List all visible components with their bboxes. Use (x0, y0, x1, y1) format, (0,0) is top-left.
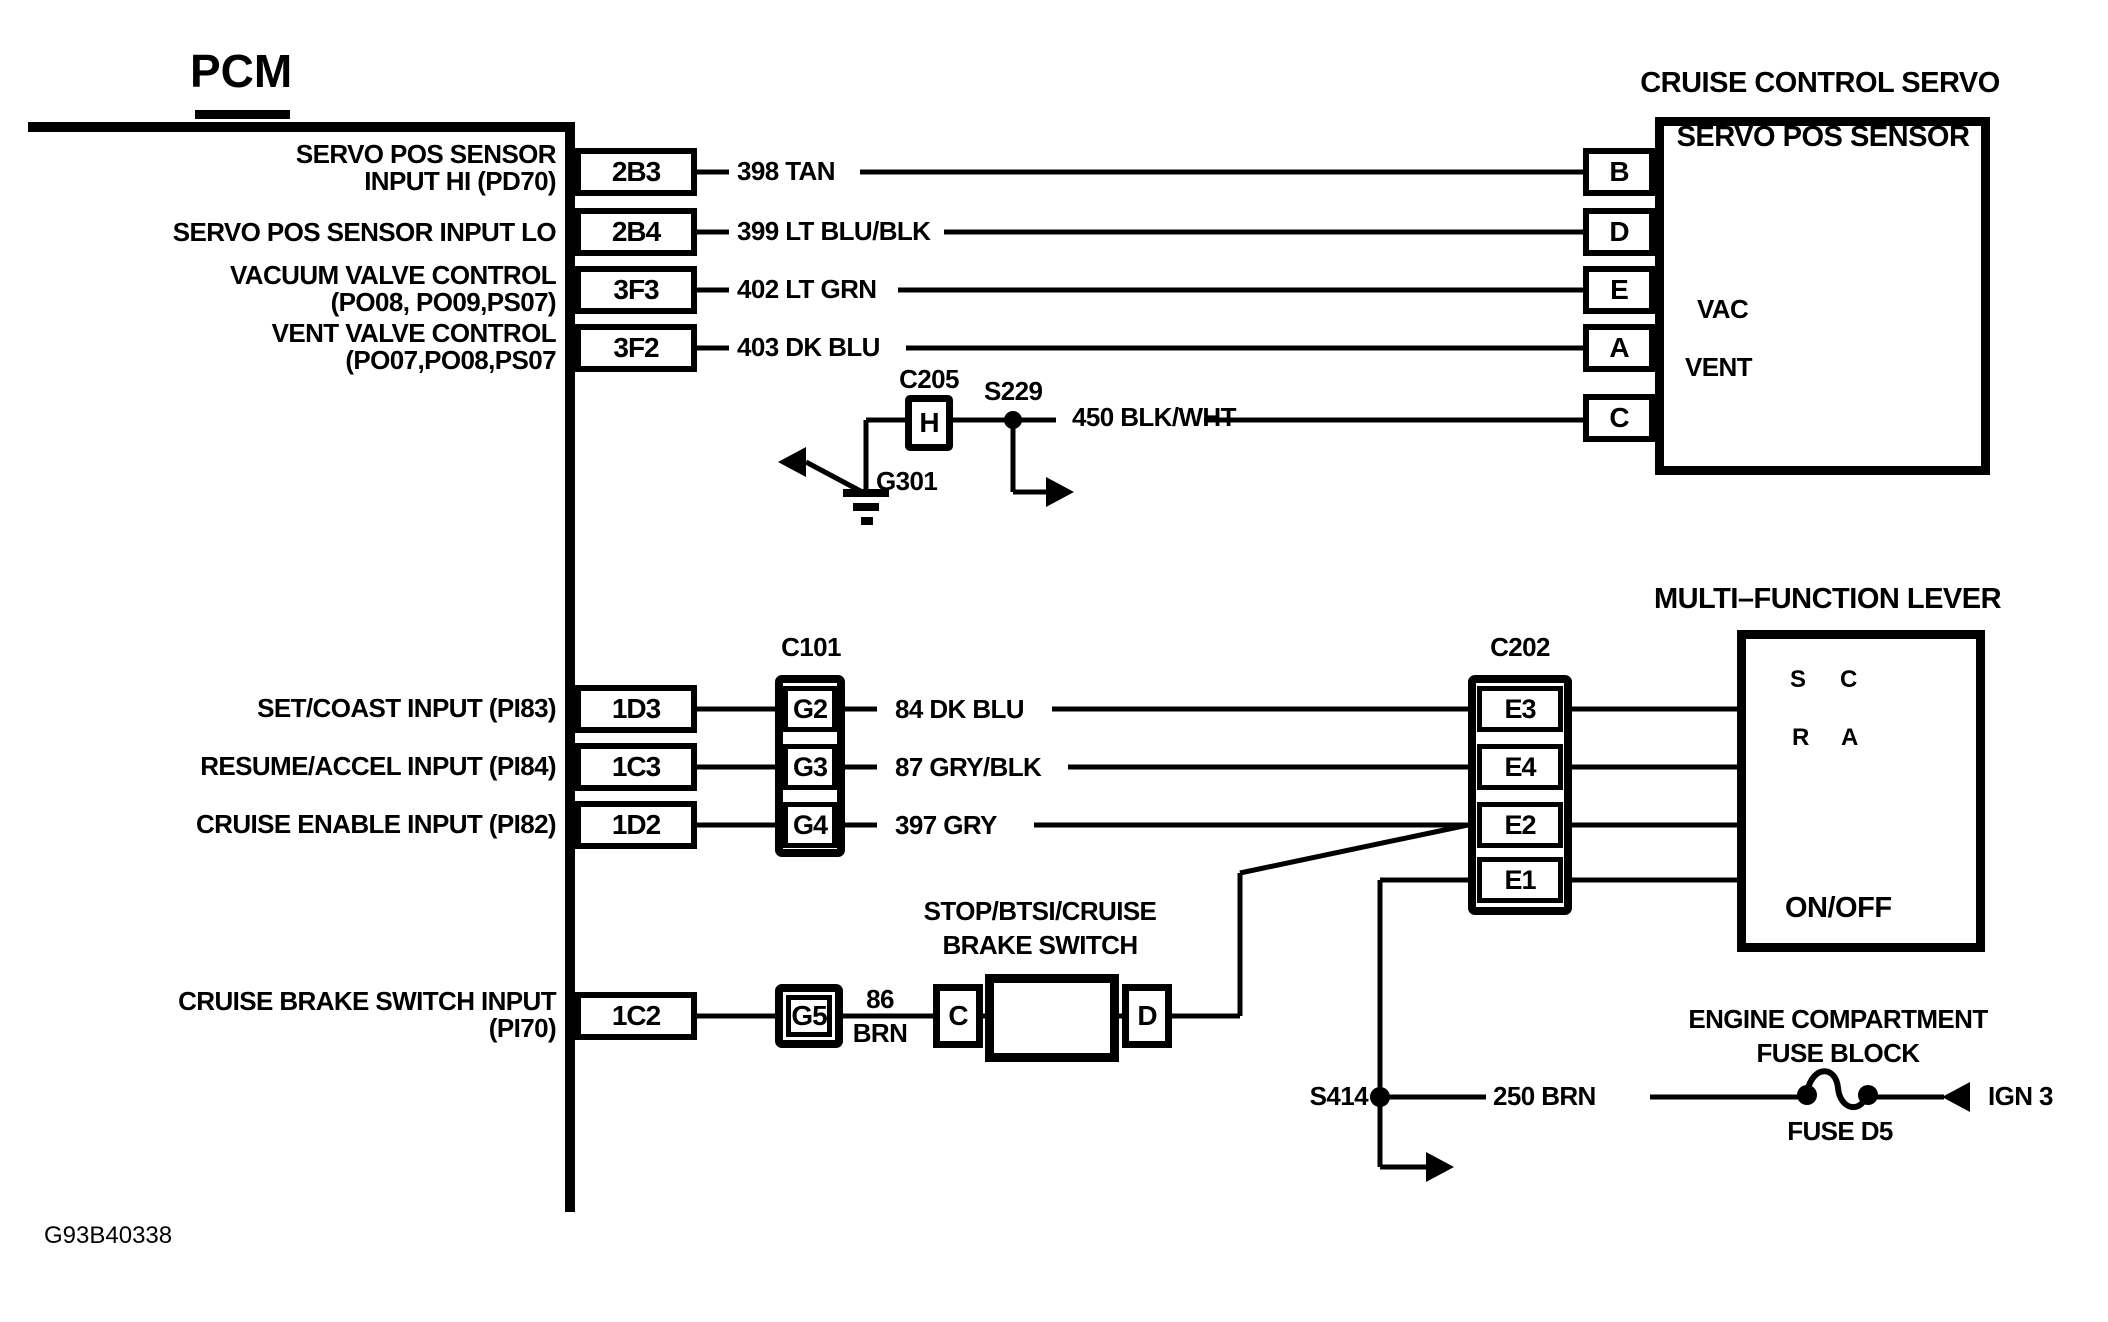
c101-pin-g4: G4 (783, 802, 837, 848)
fuse-contact-left (1797, 1085, 1817, 1105)
connector-g5-box: G5 (775, 984, 843, 1048)
splice-s229-branch (953, 411, 1583, 507)
wire-label-402-ltgrn: 402 LT GRN (737, 274, 877, 304)
c202-pin-e3: E3 (1477, 686, 1563, 732)
connector-c205-label: C205 (899, 364, 959, 394)
wire-label-87-gryblk: 87 GRY/BLK (895, 752, 1042, 782)
offpage-arrow-left-icon (778, 447, 806, 477)
offpage-arrow-right-icon (1046, 477, 1074, 507)
pcm-label-set-coast: SET/COAST INPUT (PI83) (257, 693, 556, 723)
wire-label-250-brn: 250 BRN (1493, 1081, 1596, 1111)
pcm-label-cruise-enable: CRUISE ENABLE INPUT (PI82) (195, 809, 557, 839)
pcm-label-vacuum-valve: VACUUM VALVE CONTROL(PO08, PO09,PS07) (230, 260, 557, 317)
pcm-boundary-side (565, 122, 575, 1212)
c202-pin-e2: E2 (1477, 802, 1563, 848)
diagram-id: G93B40338 (44, 1222, 173, 1249)
pcm-pin-1D2: 1D2 (575, 801, 697, 849)
ground-g301-branch (778, 417, 905, 525)
offpage-arrow-right-icon (1426, 1152, 1454, 1182)
wire-label-397-gry: 397 GRY (895, 810, 997, 840)
pcm-label-cruise-brake: CRUISE BRAKE SWITCH INPUT(PI70) (178, 986, 557, 1043)
c202-pin-e1: E1 (1477, 857, 1563, 903)
c101-pin-g2: G2 (783, 686, 837, 732)
fuse-element-icon (1804, 1068, 1872, 1111)
brake-switch-title-line1: STOP/BTSI/CRUISE (923, 896, 1157, 926)
pcm-pin-3F3: 3F3 (575, 266, 697, 314)
pcm-title: PCM (190, 45, 293, 97)
servo-pin-c: C (1583, 394, 1655, 442)
servo-pin-b: B (1583, 148, 1655, 196)
power-source-arrow-icon (1942, 1082, 1970, 1112)
lever-set-label: S (1790, 666, 1806, 693)
servo-pin-a: A (1583, 324, 1655, 372)
servo-pin-e: E (1583, 266, 1655, 314)
ground-g301-label: G301 (876, 466, 938, 496)
brake-switch-pin-c: C (933, 984, 983, 1048)
wire-label-398-tan: 398 TAN (737, 156, 836, 186)
fuse-d5-label: FUSE D5 (1787, 1116, 1893, 1146)
servo-title: CRUISE CONTROL SERVO (1640, 67, 2000, 99)
servo-vac-label: VAC (1697, 294, 1749, 324)
pcm-label-servo-pos-lo: SERVO POS SENSOR INPUT LO (172, 217, 557, 247)
g5-pin: G5 (786, 995, 832, 1037)
pcm-pin-3F2: 3F2 (575, 324, 697, 372)
ground-symbol-icon (843, 489, 889, 497)
lever-box (1737, 630, 1985, 952)
wire-label-brn: BRN (852, 1018, 908, 1048)
ignition-feed-wires (1370, 877, 1970, 1182)
lever-title: MULTI–FUNCTION LEVER (1653, 583, 2002, 615)
c101-pin-g3: G3 (783, 744, 837, 790)
ign3-label: IGN 3 (1988, 1081, 2054, 1111)
wire-label-399-ltblu-blk: 399 LT BLU/BLK (737, 216, 931, 246)
wire-label-86: 86 (866, 984, 894, 1014)
lever-coast-label: C (1840, 666, 1857, 693)
splice-s229-label: S229 (984, 376, 1043, 406)
splice-s414-label: S414 (1309, 1081, 1369, 1111)
brake-switch-box (985, 974, 1119, 1062)
connector-c205-pin-h: H (905, 395, 953, 451)
servo-vent-label: VENT (1685, 352, 1753, 382)
brake-switch-pin-d: D (1122, 984, 1172, 1048)
c202-pin-e4: E4 (1477, 744, 1563, 790)
pcm-pin-1C2: 1C2 (575, 992, 697, 1040)
connector-c101-label: C101 (781, 632, 841, 662)
connector-c202-label: C202 (1490, 632, 1550, 662)
wire-label-403-dkblu: 403 DK BLU (737, 332, 880, 362)
fuse-block-label-line2: FUSE BLOCK (1756, 1038, 1920, 1068)
lever-onoff-label: ON/OFF (1785, 892, 1892, 924)
pcm-title-underline (195, 110, 290, 119)
pcm-pin-1C3: 1C3 (575, 743, 697, 791)
pcm-label-resume-accel: RESUME/ACCEL INPUT (PI84) (200, 751, 556, 781)
lever-resume-label: R (1792, 724, 1809, 751)
wire-label-84-dkblu: 84 DK BLU (895, 694, 1025, 724)
pcm-output-wires (697, 169, 1583, 351)
brake-switch-title-line2: BRAKE SWITCH (942, 930, 1138, 960)
pcm-pin-2B4: 2B4 (575, 208, 697, 256)
servo-pin-d: D (1583, 208, 1655, 256)
lever-accel-label: A (1841, 724, 1858, 751)
pcm-pin-2B3: 2B3 (575, 148, 697, 196)
servo-box (1655, 117, 1990, 475)
pcm-pin-1D3: 1D3 (575, 685, 697, 733)
cruise-input-wires (697, 706, 1737, 883)
pcm-boundary-top (28, 122, 575, 132)
servo-pos-sensor-label: SERVO POS SENSOR (1676, 121, 1970, 153)
wire-label-450-blkwht: 450 BLK/WHT (1072, 402, 1236, 432)
pcm-label-vent-valve: VENT VALVE CONTROL(PO07,PO08,PS07 (271, 318, 557, 375)
fuse-block-label-line1: ENGINE COMPARTMENT (1688, 1004, 1988, 1034)
